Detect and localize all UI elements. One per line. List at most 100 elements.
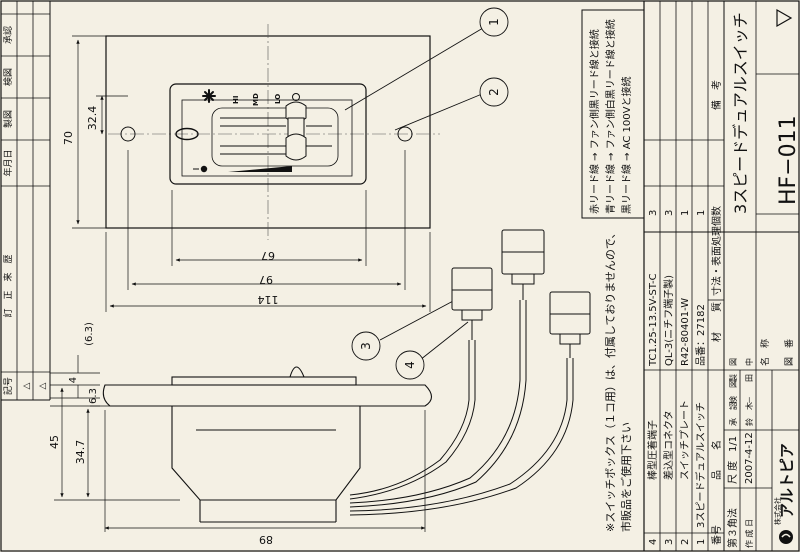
balloon-4 <box>395 350 425 380</box>
part-4-no: 4 <box>648 539 659 545</box>
company-mark-icon <box>779 530 793 544</box>
approval-label-approve: 承 認 <box>728 402 738 426</box>
part-1-no: 1 <box>696 539 707 545</box>
switch-housing <box>171 406 361 501</box>
unit-note: 寸法・表面処理 <box>710 226 723 296</box>
part-2-no: 2 <box>680 539 691 545</box>
side-dimensions <box>50 355 426 532</box>
part-1-qty: 1 <box>696 210 707 216</box>
slider-knob <box>220 101 332 161</box>
part-3-no: 3 <box>664 539 675 545</box>
method-label: 第３角法 <box>726 508 739 548</box>
approval-label-draw: 製 図 <box>728 358 738 382</box>
connector-2 <box>501 229 545 300</box>
plate-edge <box>102 384 433 407</box>
note-blue-lead: 青リード線 → ファン側白黒リード線と接続 <box>604 19 617 214</box>
connectors <box>451 229 591 358</box>
label-lo: LO <box>274 94 282 104</box>
part-3-material: QL-3(ニチフ端子製) <box>662 275 675 366</box>
rev-header-checked: 検図 <box>2 68 14 86</box>
dim-4: 4 <box>68 377 79 383</box>
approval-label-check: 検 図 <box>728 380 738 404</box>
balloon-3-label: 3 <box>359 342 373 350</box>
balloon-1 <box>479 7 509 37</box>
drawing-label: 図 番 <box>783 339 795 366</box>
dim-34-7: 34.7 <box>74 440 87 465</box>
balloon-1-label: 1 <box>487 18 501 26</box>
created-label: 作 成 日 <box>744 519 754 548</box>
rev-header-approved: 承認 <box>2 26 14 44</box>
switch-body <box>169 83 367 185</box>
part-4-material: TC1.25-13.5V-ST-C <box>648 273 659 367</box>
dim-6-3-paren: (6.3) <box>84 322 95 346</box>
connector-1 <box>451 267 493 340</box>
dim-6-3: 6.3 <box>88 388 99 404</box>
dim-97: 97 <box>259 273 273 286</box>
dim-32-4: 32.4 <box>86 106 99 131</box>
revision-table: 記号 訂 正 来 歴 年月日 製図 検図 承認 △ △ <box>1 1 51 401</box>
header-name: 品 名 <box>710 440 723 480</box>
part-3-qty: 3 <box>664 210 675 216</box>
mounting-hole-right <box>397 126 413 142</box>
header-material: 材 質 <box>710 302 723 342</box>
scale-label: 尺 度 <box>726 461 739 484</box>
part-1-material: 品番：27182 <box>695 304 707 366</box>
title-label: 名 称 <box>759 339 771 366</box>
dim-45: 45 <box>48 435 61 449</box>
part-3-name: 差込型コネクタ <box>662 410 675 480</box>
company-name: アルトピア <box>778 443 796 518</box>
title-block <box>581 1 799 551</box>
front-dimensions <box>72 35 431 312</box>
header-remarks: 備 考 <box>710 80 723 110</box>
rev-header-symbol: 記号 <box>2 377 14 395</box>
fan-icon <box>202 89 216 103</box>
dim-70: 70 <box>62 131 75 145</box>
revision-triangle-icon <box>776 8 793 28</box>
rev-header-date: 年月日 <box>2 149 14 176</box>
created-date: 2007-4-12 <box>744 432 755 484</box>
company-prefix: 株式会社 <box>773 497 782 525</box>
part-2-qty: 1 <box>680 210 691 216</box>
mounting-hole-left <box>120 126 136 142</box>
dim-67: 67 <box>261 249 275 262</box>
dim-89: 89 <box>259 533 273 546</box>
product-title: 3スピードデュアルスイッチ <box>731 12 750 214</box>
dim-114: 114 <box>258 293 279 306</box>
connector-3 <box>549 291 591 358</box>
balloon-2 <box>479 77 509 107</box>
approver: 鈴 木 <box>744 402 754 426</box>
scale-value: 1/1 <box>728 436 739 452</box>
drafter: 田 中 <box>744 358 754 382</box>
balloon-4-label: 4 <box>403 361 417 369</box>
label-md: MD <box>252 93 260 106</box>
part-2-material: R42-80401-W <box>680 298 691 366</box>
rev-symbol-1: △ <box>22 382 32 389</box>
part-2-name: スイッチプレート <box>679 400 691 480</box>
slider-track <box>211 107 339 167</box>
rev-header-history: 訂 正 来 歴 <box>2 254 14 317</box>
note-black-lead: 黒リード線 → AC 100Vと接続 <box>620 77 633 215</box>
speed-wedge-icon <box>228 166 292 172</box>
company-logo: 株式会社 アルトピア <box>773 443 796 544</box>
header-no: 番号 <box>711 525 723 545</box>
note-red-lead: 赤リード線 → ファン側黒リード線と接続 <box>588 29 601 214</box>
logo-badge <box>175 127 199 141</box>
balloon-2-label: 2 <box>487 88 501 96</box>
balloons <box>344 7 509 380</box>
side-view <box>102 366 433 523</box>
checker: － <box>745 396 754 404</box>
part-1-name: 3スピードデュアルスイッチ <box>694 402 707 528</box>
lead-wires <box>349 300 574 516</box>
rev-symbol-2: △ <box>38 382 48 389</box>
footer-note-2: 市販品をご使用下さい <box>619 422 633 532</box>
drawing-number: HF−011 <box>776 115 800 205</box>
rev-header-drawn: 製図 <box>2 110 14 128</box>
label-hi: HI <box>232 96 240 104</box>
balloon-3 <box>351 331 381 361</box>
part-4-qty: 3 <box>648 210 659 216</box>
front-view: HI MD LO <box>105 24 440 240</box>
off-indicator-icon <box>292 93 300 101</box>
